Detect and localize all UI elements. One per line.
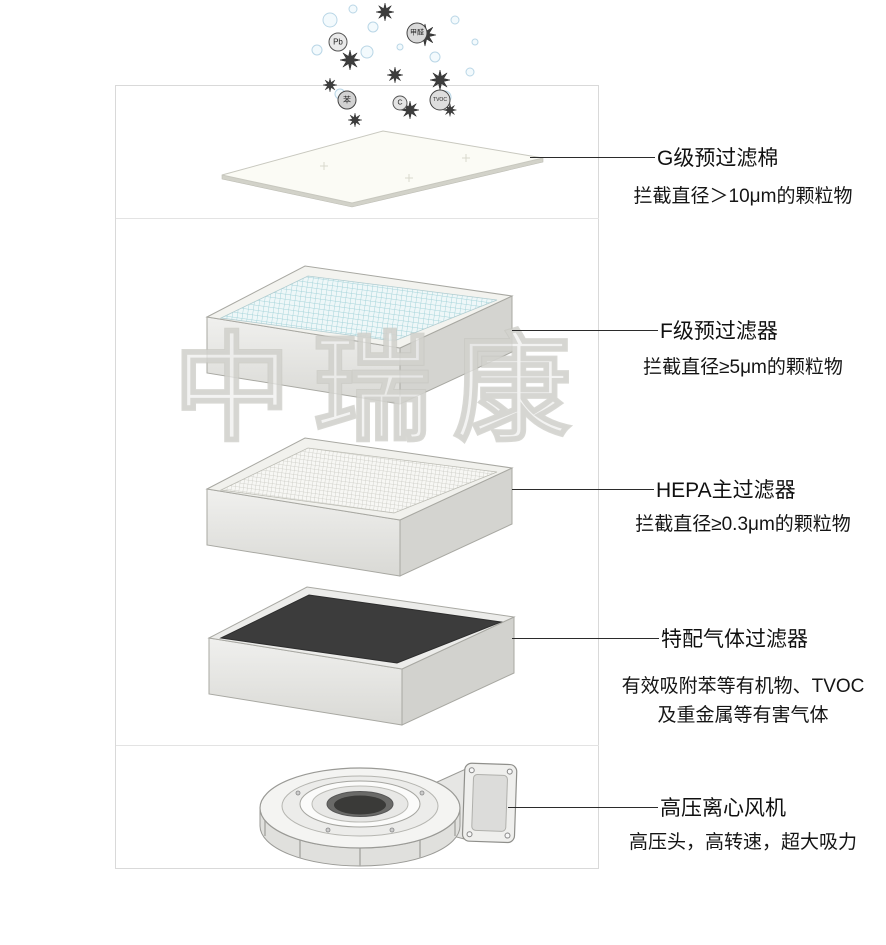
- leader-line: [512, 489, 654, 490]
- g-filter-sheet: [221, 130, 544, 208]
- label-title-hepa-filter: HEPA主过滤器: [656, 479, 796, 502]
- centrifugal-fan: [259, 762, 518, 867]
- section-divider: [116, 745, 599, 746]
- hepa-filter-box: [205, 437, 514, 577]
- svg-text:C: C: [397, 100, 402, 107]
- label-desc-fan: 高压头，高转速，超大吸力: [628, 832, 857, 853]
- bubble-icon: [311, 4, 479, 104]
- bolt-icon: [295, 790, 425, 833]
- c-particle: C: [392, 95, 408, 111]
- svg-text:TVOC: TVOC: [433, 97, 447, 103]
- pollutant-particles: Pb 甲醛 苯 C TVOC: [311, 2, 479, 128]
- label-desc-f-filter: 拦截直径≥5μm的颗粒物: [643, 357, 843, 378]
- leader-line: [512, 638, 659, 639]
- label-title-gas-filter: 特配气体过滤器: [661, 628, 808, 651]
- fan-outlet-flange: [461, 762, 518, 844]
- benzene-particle: 苯: [337, 90, 357, 110]
- label-desc-gas-filter-2: 及重金属等有害气体: [657, 705, 829, 726]
- leader-line: [512, 330, 658, 331]
- pb-particle: Pb: [328, 32, 348, 52]
- formaldehyde-particle: 甲醛: [406, 22, 428, 44]
- label-desc-g-filter: 拦截直径＞10μm的颗粒物: [633, 186, 853, 207]
- leader-line: [508, 807, 658, 808]
- gas-filter-box: [207, 586, 516, 726]
- leader-line: [530, 157, 655, 158]
- label-desc-gas-filter-1: 有效吸附苯等有机物、TVOC: [621, 676, 865, 697]
- svg-text:甲醛: 甲醛: [410, 28, 424, 37]
- label-title-g-filter: G级预过滤棉: [657, 147, 779, 170]
- svg-text:苯: 苯: [343, 95, 351, 105]
- svg-text:Pb: Pb: [333, 38, 343, 47]
- tvoc-particle: TVOC: [429, 89, 451, 111]
- label-title-f-filter: F级预过滤器: [660, 320, 778, 343]
- sparkle-icon: [320, 154, 470, 182]
- f-filter-box: [205, 265, 514, 405]
- label-desc-hepa-filter: 拦截直径≥0.3μm的颗粒物: [635, 514, 851, 535]
- label-title-fan: 高压离心风机: [660, 797, 786, 820]
- section-divider: [116, 218, 599, 219]
